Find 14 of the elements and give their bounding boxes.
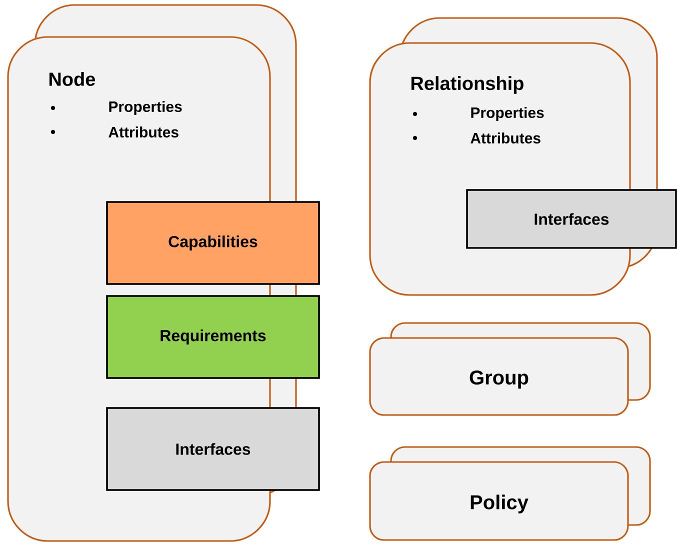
card-label: Group (470, 370, 528, 389)
bullet-item: Properties (50, 101, 182, 115)
stacked-card (369, 322, 651, 416)
card-title: Relationship (411, 76, 524, 94)
component-box: Interfaces (466, 189, 677, 249)
bullet-item: Attributes (412, 132, 540, 144)
bullet-item: Attributes (50, 126, 178, 138)
bullet-item: Properties (412, 107, 544, 121)
card-title: Node (49, 72, 96, 86)
component-box: Interfaces (106, 407, 320, 491)
stacked-card (369, 446, 651, 541)
component-box: Capabilities (106, 201, 320, 285)
card-label: Policy (470, 494, 528, 514)
component-box: Requirements (106, 295, 320, 379)
